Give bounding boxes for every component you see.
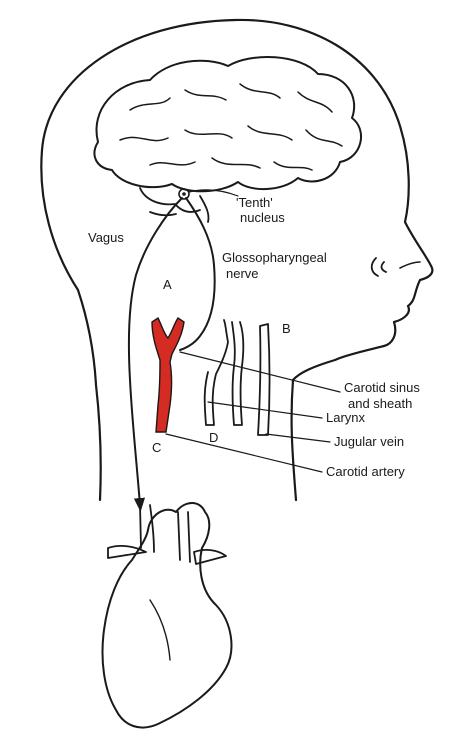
heart-detail bbox=[150, 600, 170, 660]
letter-c-label: C bbox=[152, 440, 161, 455]
brain-folds bbox=[120, 84, 342, 170]
jugular-vein-label: Jugular vein bbox=[334, 434, 404, 449]
tenth-nucleus-label-line1: 'Tenth' bbox=[236, 195, 273, 210]
carotid-sinus-label-line1: Carotid sinus bbox=[344, 380, 420, 395]
leader-jugular-vein bbox=[266, 434, 330, 442]
heart-outline bbox=[103, 503, 232, 728]
ear bbox=[372, 258, 386, 276]
larynx-shape bbox=[205, 320, 244, 425]
face-detail bbox=[400, 262, 420, 268]
glossopharyngeal-label-line1: Glossopharyngeal bbox=[222, 250, 327, 265]
letter-b-label: B bbox=[282, 321, 291, 336]
pulmonary-vessels bbox=[108, 546, 226, 564]
carotid-sinus-label-line2: and sheath bbox=[348, 396, 412, 411]
glossopharyngeal-label-line2: nerve bbox=[226, 266, 259, 281]
tenth-nucleus-label-line2: nucleus bbox=[240, 210, 285, 225]
glossopharyngeal-nerve-path bbox=[180, 198, 215, 350]
carotid-artery-label: Carotid artery bbox=[326, 464, 405, 479]
letter-d-label: D bbox=[209, 430, 218, 445]
brain-outline bbox=[94, 57, 361, 191]
letter-a-label: A bbox=[163, 277, 172, 292]
larynx-label: Larynx bbox=[326, 410, 366, 425]
leader-carotid-artery bbox=[166, 434, 322, 472]
carotid-artery-shape bbox=[152, 318, 184, 432]
vagus-label: Vagus bbox=[88, 230, 124, 245]
leader-larynx bbox=[208, 402, 322, 418]
jugular-vein-shape bbox=[258, 324, 270, 435]
tenth-nucleus-dot bbox=[182, 192, 186, 196]
